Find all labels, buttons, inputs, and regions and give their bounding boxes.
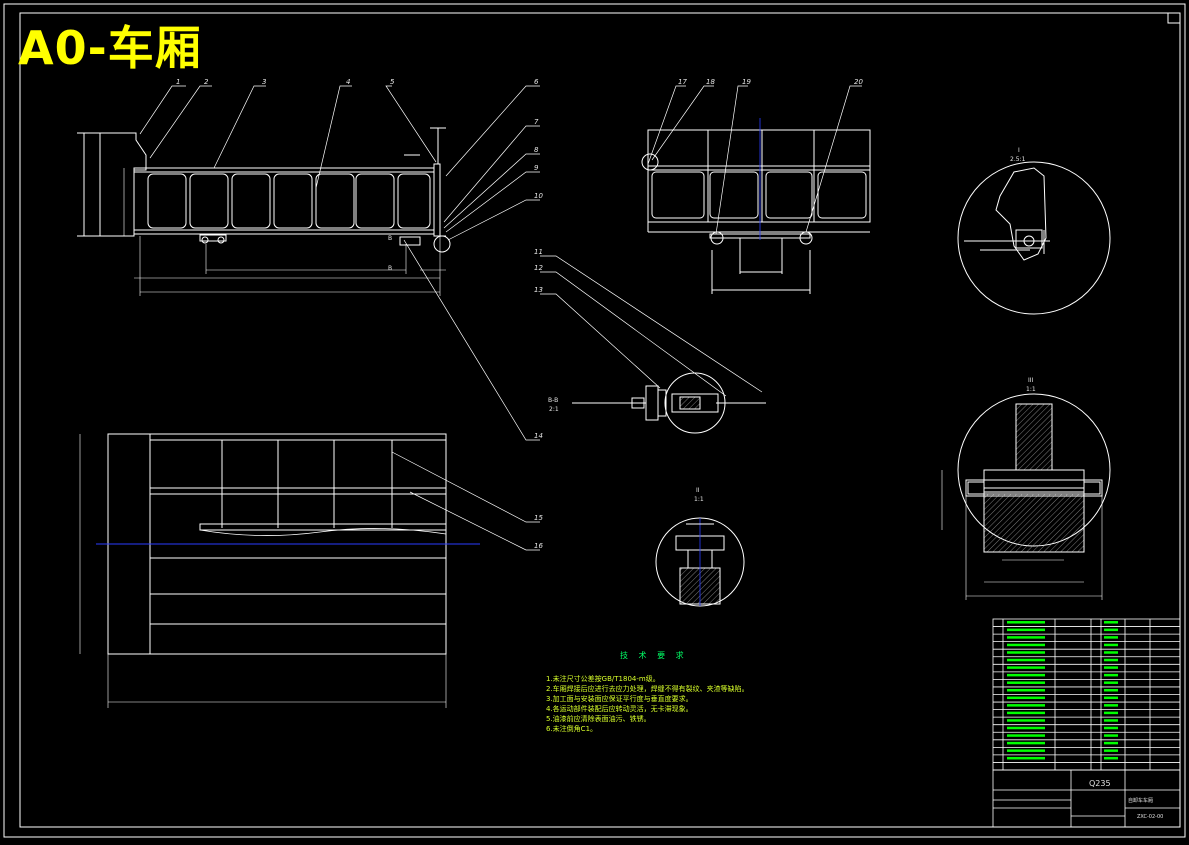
parts-list-material-mark: [1104, 658, 1118, 662]
parts-list-material-mark: [1104, 749, 1118, 752]
balloon-8: 8: [534, 146, 539, 154]
parts-list-material-mark: [1104, 689, 1118, 692]
balloon-13: 13: [534, 286, 543, 294]
detail-3-label: III: [1028, 377, 1034, 384]
balloon-3: 3: [262, 78, 266, 86]
balloon-19: 19: [742, 78, 751, 86]
parts-list-rows: [993, 626, 1180, 763]
balloon-1: 1: [176, 78, 180, 86]
parts-list-material-mark: [1104, 621, 1118, 624]
parts-list-material-mark: [1104, 756, 1118, 760]
detail-1: [957, 161, 1111, 315]
balloon-11: 11: [534, 248, 543, 256]
parts-list-entry-mark: [1007, 621, 1045, 624]
parts-list-material-mark: [1104, 719, 1118, 722]
parts-list-entry-mark: [1007, 719, 1045, 722]
front-leaders: [139, 85, 540, 441]
parts-list-entry-mark: [1007, 636, 1045, 639]
parts-list-material-mark: [1104, 711, 1118, 715]
parts-list-entry-mark: [1007, 704, 1045, 707]
detail-2-label: II: [696, 487, 700, 494]
parts-list-material-mark: [1104, 741, 1118, 745]
title-block-drawing-code: ZXC-02-00: [1137, 814, 1164, 820]
parts-list-entry-mark: [1007, 651, 1045, 654]
detail-1-label: I: [1018, 147, 1020, 154]
balloon-15: 15: [534, 514, 543, 522]
parts-list-material-mark: [1104, 651, 1118, 654]
parts-list-entry-mark: [1007, 734, 1045, 737]
parts-list-material-mark: [1104, 726, 1118, 730]
parts-list-entry-mark: [1007, 666, 1045, 669]
parts-list-material-mark: [1104, 673, 1118, 677]
detail-1-scale: 2.5:1: [1010, 156, 1026, 163]
parts-list-fill: [1007, 621, 1118, 760]
parts-list-entry-mark: [1007, 658, 1045, 662]
side-view: [641, 85, 871, 294]
balloon-14: 14: [534, 432, 543, 440]
parts-list-entry-mark: [1007, 749, 1045, 752]
parts-list-entry-mark: [1007, 681, 1045, 684]
tech-line: 4.各运动部件装配后应转动灵活，无卡滞现象。: [546, 705, 693, 713]
balloon-17: 17: [678, 78, 687, 86]
parts-list-entry-mark: [1007, 628, 1045, 632]
parts-list-entry-mark: [1007, 689, 1045, 692]
tech-line: 6.未注倒角C1。: [546, 725, 598, 733]
tech-requirements-heading: 技 术 要 求: [620, 651, 688, 660]
parts-list-entry-mark: [1007, 696, 1045, 700]
parts-list: [992, 618, 1181, 828]
parts-list-entry-mark: [1007, 673, 1045, 677]
bolt-detail-3: [967, 481, 1101, 495]
balloon-16: 16: [534, 542, 543, 550]
detail-2: [655, 517, 745, 607]
title-block-drawing-name: 自卸车车厢: [1128, 798, 1154, 804]
parts-list-material-mark: [1104, 681, 1118, 684]
tech-line: 3.加工面与安装面应保证平行度与垂直度要求。: [546, 695, 693, 703]
detail-3: [941, 393, 1111, 600]
title-block-material: Q235: [1089, 779, 1111, 788]
detail-2-scale: 1:1: [694, 496, 704, 503]
section-bb: [540, 255, 766, 434]
section-bb-label: B-B: [548, 397, 558, 404]
balloon-12: 12: [534, 264, 543, 272]
balloon-2: 2: [204, 78, 209, 86]
front-view: [77, 85, 540, 441]
balloon-18: 18: [706, 78, 715, 86]
tech-line: 1.未注尺寸公差按GB/T1804-m级。: [546, 675, 660, 683]
parts-list-material-mark: [1104, 636, 1118, 639]
balloon-6: 6: [534, 78, 539, 86]
sheet-border: [3, 3, 1186, 838]
parts-list-entry-mark: [1007, 643, 1045, 647]
parts-list-entry-mark: [1007, 741, 1045, 745]
section-bb-scale: 2:1: [549, 406, 559, 413]
parts-list-material-mark: [1104, 734, 1118, 737]
tech-line: 2.车厢焊接后应进行去应力处理，焊缝不得有裂纹、夹渣等缺陷。: [546, 685, 749, 693]
cut-b-top: B: [388, 235, 392, 242]
parts-list-material-mark: [1104, 704, 1118, 707]
tech-requirements: 1.未注尺寸公差按GB/T1804-m级。 2.车厢焊接后应进行去应力处理，焊缝…: [546, 674, 776, 734]
detail-3-scale: 1:1: [1026, 386, 1036, 393]
sheet-title: A0-车厢: [18, 21, 202, 75]
parts-list-entry-mark: [1007, 711, 1045, 715]
parts-list-material-mark: [1104, 628, 1118, 632]
parts-list-material-mark: [1104, 666, 1118, 669]
side-panels: [147, 173, 431, 229]
top-view: [79, 433, 540, 708]
balloon-9: 9: [534, 164, 539, 172]
balloon-10: 10: [534, 192, 543, 200]
balloon-5: 5: [390, 78, 395, 86]
parts-list-material-mark: [1104, 643, 1118, 647]
cut-b-bottom: B: [388, 265, 392, 272]
parts-list-entry-mark: [1007, 756, 1045, 760]
balloon-20: 20: [854, 78, 863, 86]
parts-list-entry-mark: [1007, 726, 1045, 730]
tech-line: 5.油漆前应清除表面油污、铁锈。: [546, 715, 651, 723]
balloon-7: 7: [534, 118, 539, 126]
balloon-4: 4: [346, 78, 350, 86]
parts-list-material-mark: [1104, 696, 1118, 700]
